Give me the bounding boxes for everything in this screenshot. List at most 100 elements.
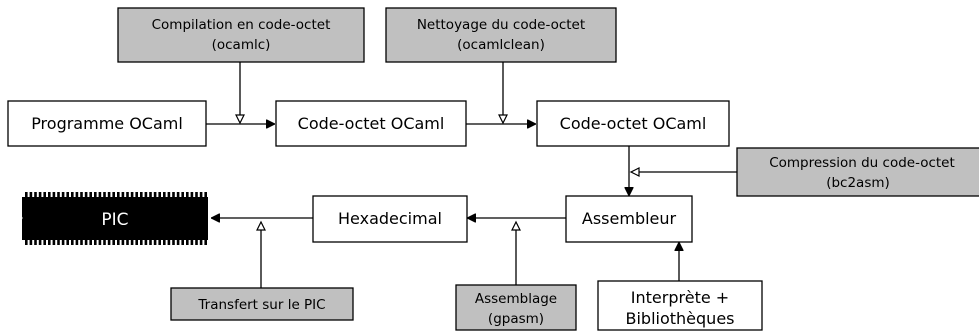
triangle-marker-compression — [629, 167, 640, 177]
tool-nettoyage-name: Nettoyage du code-octet — [417, 17, 585, 33]
tool-connectors — [235, 62, 737, 288]
chip-pin — [158, 192, 161, 197]
chip-pin — [29, 240, 33, 245]
chip-pin — [167, 192, 171, 197]
chip-pin — [48, 240, 51, 245]
chip-pin — [163, 240, 166, 245]
chip-pin — [144, 192, 148, 197]
chip-pin — [98, 240, 102, 245]
chip-pin — [75, 192, 79, 197]
chip-pin — [25, 192, 28, 197]
chip-pin — [204, 192, 207, 197]
triangle-marker-transfert — [256, 220, 266, 231]
chip-pin — [112, 240, 115, 245]
tool-nettoyage-box: Nettoyage du code-octet (ocamlclean) — [385, 7, 617, 63]
chip-pin — [140, 240, 143, 245]
pic-chip-pins-top — [25, 192, 207, 197]
chip-pin — [176, 192, 180, 197]
node-programme-box: Programme OCaml — [7, 100, 207, 147]
tool-transfert-box: Transfert sur le PIC — [170, 287, 354, 321]
chip-pin — [126, 240, 129, 245]
chip-pin — [186, 240, 189, 245]
chip-pin — [25, 240, 28, 245]
node-interprete-line2: Bibliothèques — [626, 309, 735, 328]
node-hexa-box: Hexadecimal — [312, 195, 468, 243]
chip-pin — [71, 240, 74, 245]
chip-pin — [190, 240, 194, 245]
chip-pin — [89, 192, 92, 197]
chip-pin — [153, 240, 157, 245]
tool-nettoyage-command: (ocamlclean) — [457, 37, 545, 53]
chip-pin — [61, 240, 65, 245]
tool-compression-box: Compression du code-octet (bc2asm) — [736, 147, 979, 197]
chip-pin — [103, 192, 106, 197]
node-hexa-label: Hexadecimal — [338, 209, 442, 228]
chip-pin — [204, 240, 207, 245]
chip-pin — [167, 240, 171, 245]
chip-pin — [186, 192, 189, 197]
pic-chip-label: PIC — [101, 210, 128, 230]
chip-pin — [195, 192, 198, 197]
pic-chip: PIC — [19, 192, 208, 245]
chip-pin — [57, 192, 60, 197]
chip-pin — [126, 192, 129, 197]
chip-pin — [144, 240, 148, 245]
tool-compression-command: (bc2asm) — [826, 175, 890, 191]
chip-pin — [80, 240, 83, 245]
node-code2-label: Code-octet OCaml — [560, 114, 707, 133]
chip-pin — [61, 192, 65, 197]
pic-chip-notch — [19, 216, 23, 220]
chip-pin — [29, 192, 33, 197]
tool-compression-name: Compression du code-octet — [769, 155, 955, 171]
chip-pin — [135, 240, 138, 245]
chip-pin — [107, 192, 111, 197]
node-assembleur-box: Assembleur — [565, 195, 693, 243]
node-code2-box: Code-octet OCaml — [536, 100, 730, 147]
chip-pin — [52, 192, 56, 197]
chip-pin — [94, 192, 97, 197]
chip-pin — [43, 192, 46, 197]
chip-pin — [57, 240, 60, 245]
chip-pin — [107, 240, 111, 245]
node-code1-box: Code-octet OCaml — [275, 100, 467, 147]
chip-pin — [52, 240, 56, 245]
chip-pin — [84, 240, 88, 245]
chip-pin — [66, 240, 69, 245]
chip-pin — [38, 240, 42, 245]
tool-compilation-box: Compilation en code-octet (ocamlc) — [117, 7, 365, 63]
triangle-marker-assemblage — [511, 220, 521, 231]
chip-pin — [71, 192, 74, 197]
chip-pin — [130, 192, 134, 197]
chip-pin — [140, 192, 143, 197]
chip-pin — [66, 192, 69, 197]
chip-pin — [153, 192, 157, 197]
chip-pin — [121, 192, 125, 197]
pic-chip-pins-bottom — [25, 240, 207, 245]
chip-pin — [103, 240, 106, 245]
chip-pin — [43, 240, 46, 245]
chip-pin — [195, 240, 198, 245]
chip-pin — [75, 240, 79, 245]
chip-pin — [163, 192, 166, 197]
tool-assemblage-name: Assemblage — [475, 291, 557, 307]
chip-pin — [158, 240, 161, 245]
chip-pin — [117, 240, 120, 245]
node-interprete-line1: Interprète + — [631, 288, 729, 307]
tool-assemblage-command: (gpasm) — [488, 311, 544, 327]
tool-transfert-label: Transfert sur le PIC — [197, 297, 325, 313]
chip-pin — [172, 240, 175, 245]
chip-pin — [84, 192, 88, 197]
node-programme-label: Programme OCaml — [31, 114, 183, 133]
chip-pin — [117, 192, 120, 197]
chip-pin — [94, 240, 97, 245]
triangle-marker-nettoyage — [498, 114, 508, 125]
chip-pin — [199, 240, 203, 245]
triangle-marker-compilation — [235, 114, 245, 125]
chip-pin — [80, 192, 83, 197]
chip-pin — [181, 240, 184, 245]
chip-pin — [176, 240, 180, 245]
chip-pin — [190, 192, 194, 197]
tool-assemblage-box: Assemblage (gpasm) — [455, 284, 577, 331]
chip-pin — [38, 192, 42, 197]
